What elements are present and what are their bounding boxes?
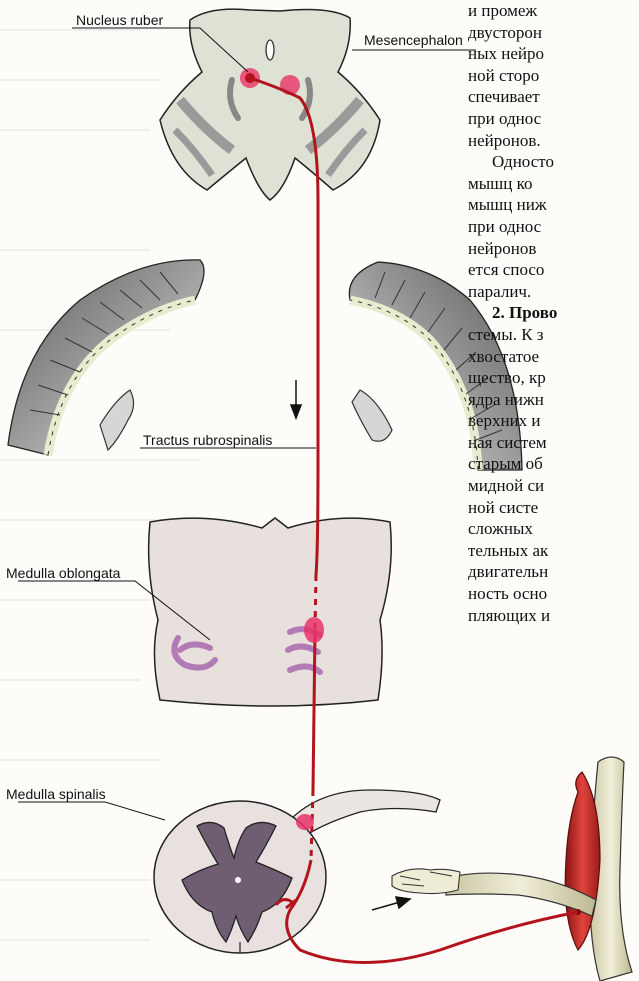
text-line: хвостатое: [468, 346, 639, 368]
text-line: ной систе: [468, 497, 639, 519]
rubrospinal-tract-medulla-oblongata: [304, 617, 324, 643]
text-line: ных нейро: [468, 43, 639, 65]
text-line: Односто: [468, 151, 639, 173]
medulla-oblongata-section: [149, 518, 392, 706]
text-line: двусторон: [468, 22, 639, 44]
text-line: и промеж: [468, 0, 639, 22]
label-nucleus-ruber: Nucleus ruber: [76, 12, 163, 28]
hand-bones: [392, 869, 460, 894]
text-line: паралич.: [468, 281, 639, 303]
medulla-spinalis-section: [154, 790, 440, 953]
label-medulla-spinalis: Medulla spinalis: [6, 786, 106, 802]
label-tractus-rubrospinalis: Tractus rubrospinalis: [143, 432, 272, 448]
text-line: нейронов: [468, 238, 639, 260]
text-line: стемы. К з: [468, 324, 639, 346]
medulla-oblongata-outline: [149, 518, 392, 706]
text-line: мышц ниж: [468, 194, 639, 216]
left-small-gyrus: [100, 390, 134, 450]
text-line: пляющих и: [468, 605, 639, 627]
text-line: старым об: [468, 453, 639, 475]
background-texture: [0, 30, 210, 940]
text-line: сложных: [468, 518, 639, 540]
text-line: двигательн: [468, 561, 639, 583]
text-line: мышц ко: [468, 173, 639, 195]
text-line: спечивает: [468, 86, 639, 108]
text-line: ется спосо: [468, 259, 639, 281]
text-line: ность осно: [468, 583, 639, 605]
leader-medulla-spinalis: [18, 802, 165, 820]
mesencephalon-outline: [160, 9, 380, 200]
direction-arrow-down: [291, 380, 301, 418]
text-line: ной сторо: [468, 65, 639, 87]
direction-arrow-right: [372, 897, 410, 910]
label-mesencephalon: Mesencephalon: [364, 32, 463, 48]
text-line: нейронов.: [468, 130, 639, 152]
text-line: ядра нижн: [468, 389, 639, 411]
text-line: верхних и: [468, 410, 639, 432]
mesencephalon-section: [160, 9, 380, 200]
label-medulla-oblongata: Medulla oblongata: [6, 565, 120, 581]
section-heading: 2. Прово: [468, 302, 639, 324]
text-line: мидной си: [468, 475, 639, 497]
arm-illustration: [392, 757, 632, 981]
text-line: ная систем: [468, 432, 639, 454]
aqueduct: [266, 40, 274, 60]
nucleus-ruber-origin: [245, 73, 255, 83]
text-line: при однос: [468, 216, 639, 238]
rubrospinal-tract-spinal-cord: [296, 814, 314, 830]
central-canal: [235, 877, 241, 883]
body-text-column: и промеж двусторон ных нейро ной сторо с…: [468, 0, 639, 626]
text-line: тельных ак: [468, 540, 639, 562]
right-small-gyrus: [352, 390, 392, 441]
text-line: при однос: [468, 108, 639, 130]
text-line: щество, кр: [468, 367, 639, 389]
